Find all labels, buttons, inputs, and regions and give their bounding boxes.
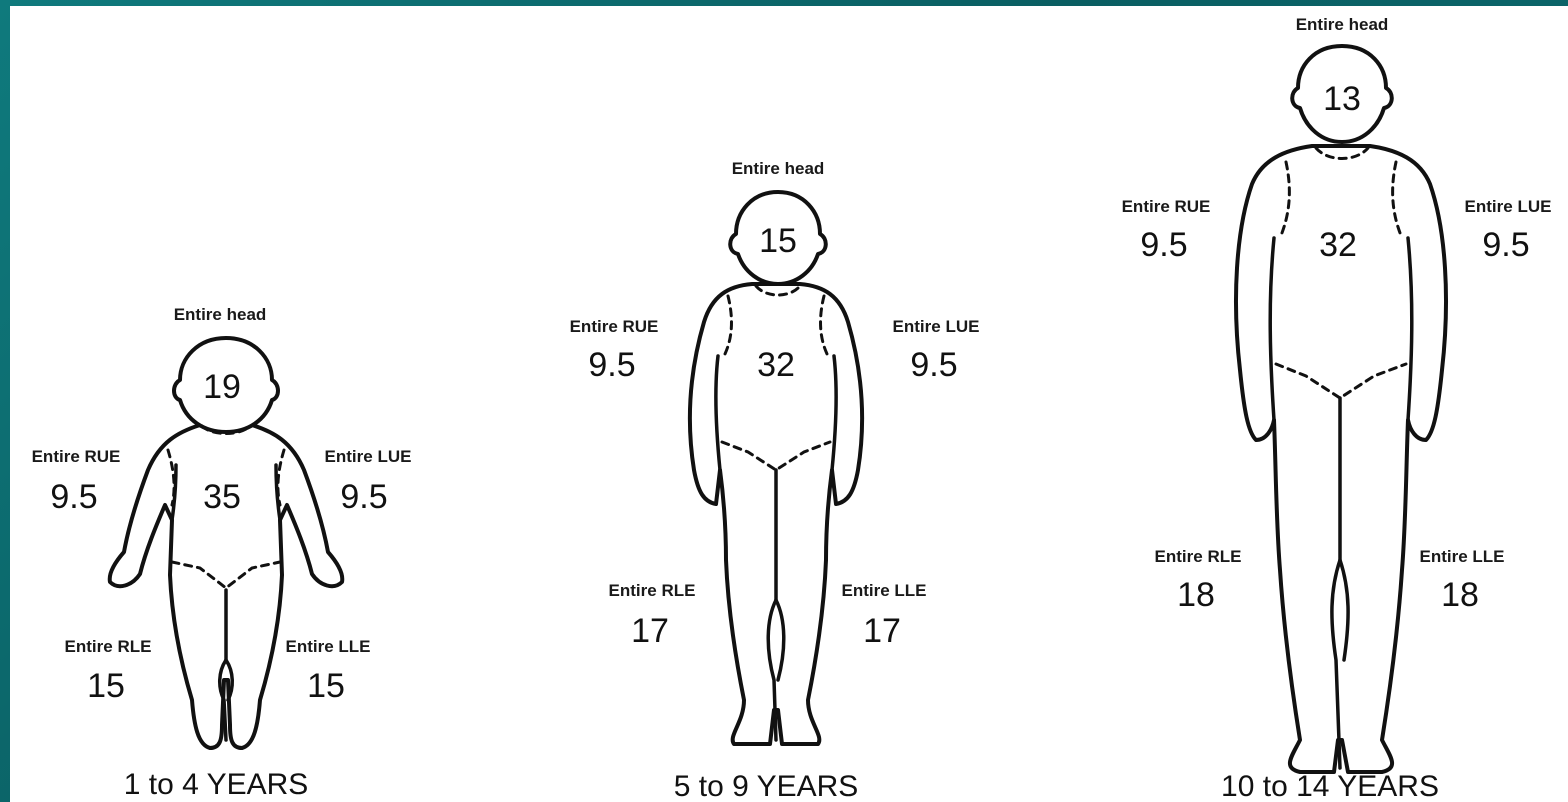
figure-1-lue-value: 9.5 — [340, 478, 387, 516]
figure-2-rue-label: Entire RUE — [570, 317, 659, 336]
figure-3-trunk-value: 32 — [1319, 226, 1357, 264]
figure-1-rue-label: Entire RUE — [32, 447, 121, 466]
figure-1-rle-value: 15 — [87, 667, 125, 705]
figure-2-lle-label: Entire LLE — [841, 581, 926, 600]
figure-2-rue-value: 9.5 — [588, 346, 635, 384]
figure-2-age-label: 5 to 9 YEARS — [674, 770, 859, 802]
figure-2-rle-value: 17 — [631, 612, 669, 650]
figure-3-head-label: Entire head — [1296, 15, 1389, 34]
figure-3-rue-label: Entire RUE — [1122, 197, 1211, 216]
figure-1-lle-value: 15 — [307, 667, 345, 705]
figure-2-trunk-value: 32 — [757, 346, 795, 384]
figure-3-lue-label: Entire LUE — [1465, 197, 1552, 216]
figure-2-lue-value: 9.5 — [910, 346, 957, 384]
figure-1-rue-value: 9.5 — [50, 478, 97, 516]
figure-2-rle-label: Entire RLE — [609, 581, 696, 600]
figure-1-rle-label: Entire RLE — [65, 637, 152, 656]
figure-2-head-value: 15 — [759, 222, 797, 260]
figure-1-lue-label: Entire LUE — [325, 447, 412, 466]
figure-1-head-value: 19 — [203, 368, 241, 406]
figure-1-trunk-value: 35 — [203, 478, 241, 516]
figure-child-5-9: Entire head 15 32 Entire RUE 9.5 Entire … — [570, 159, 980, 802]
figure-3-rue-value: 9.5 — [1140, 226, 1187, 264]
figure-child-1-4: Entire head 19 35 Entire RUE 9.5 Entire … — [32, 305, 412, 801]
figure-1-lle-label: Entire LLE — [285, 637, 370, 656]
figure-2-head-label: Entire head — [732, 159, 825, 178]
figure-3-head-value: 13 — [1323, 80, 1361, 118]
figure-3-rle-value: 18 — [1177, 576, 1215, 614]
figure-child-10-14: Entire head 13 32 Entire RUE 9.5 Entire … — [1122, 15, 1552, 802]
figure-2-lue-label: Entire LUE — [893, 317, 980, 336]
figure-3-lle-label: Entire LLE — [1419, 547, 1504, 566]
figure-2-lle-value: 17 — [863, 612, 901, 650]
figure-1-head-label: Entire head — [174, 305, 267, 324]
figure-3-age-label: 10 to 14 YEARS — [1221, 770, 1439, 802]
figure-3-lue-value: 9.5 — [1482, 226, 1529, 264]
figure-1-age-label: 1 to 4 YEARS — [124, 768, 309, 801]
figure-3-lle-value: 18 — [1441, 576, 1479, 614]
figure-3-rle-label: Entire RLE — [1155, 547, 1242, 566]
